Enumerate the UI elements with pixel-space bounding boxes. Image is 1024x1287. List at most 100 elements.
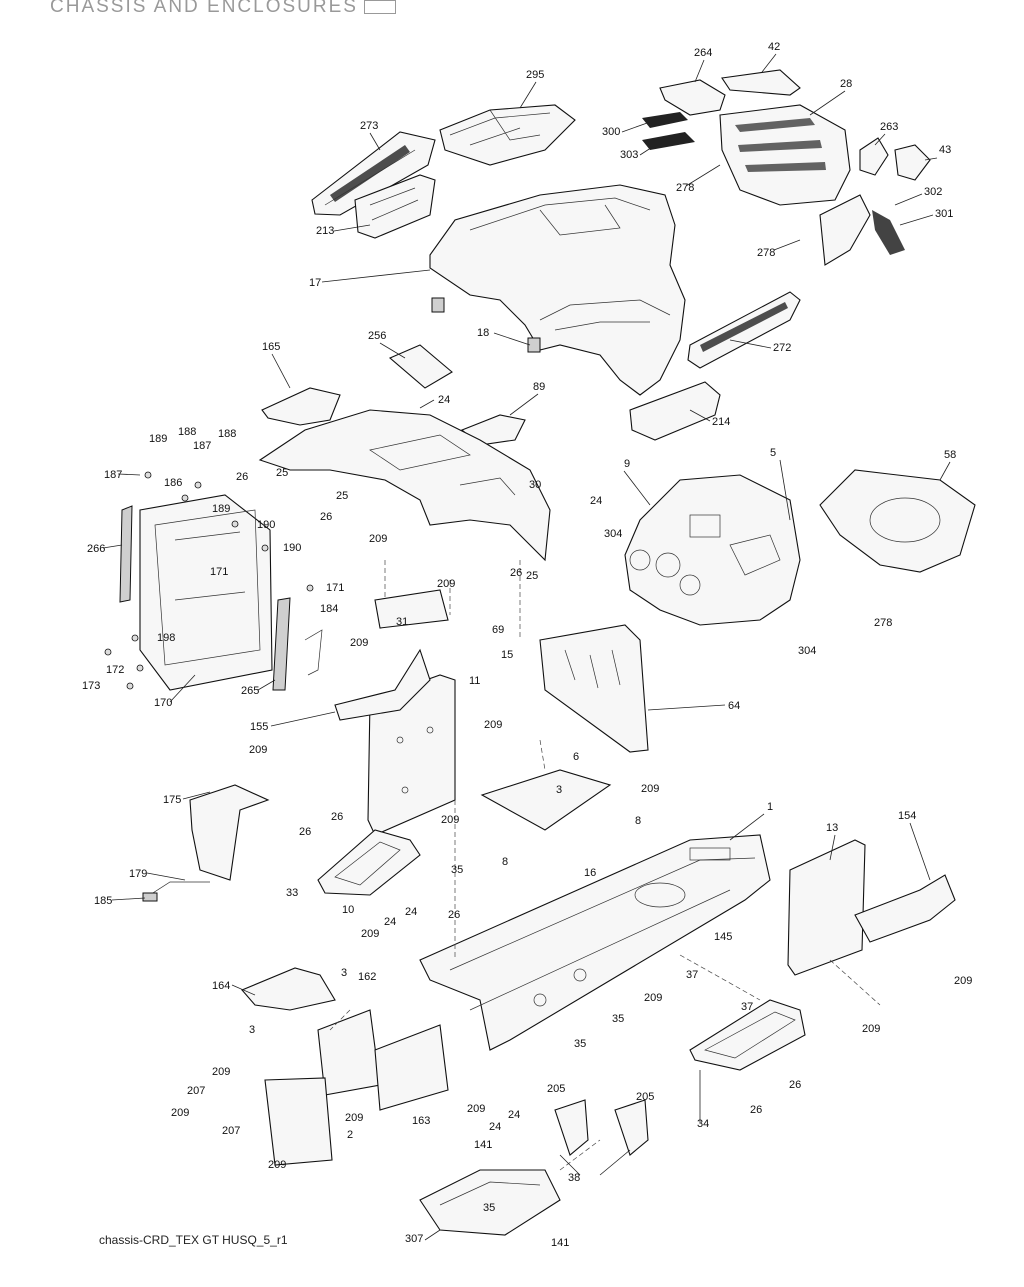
diagram-reference-code: chassis-CRD_TEX GT HUSQ_5_r1 (99, 1233, 288, 1247)
callout-label: 26 (510, 567, 522, 579)
part-263-lamp (859, 137, 889, 176)
callout-label: 186 (164, 477, 182, 489)
part-154-hitch (854, 874, 956, 943)
callout-label: 37 (741, 1001, 753, 1013)
part-163-front-plate (374, 1024, 449, 1111)
callout-label: 43 (939, 144, 951, 156)
part-264-light-cover (659, 79, 726, 116)
part-272-front-grille-bar (687, 291, 801, 369)
callout-label: 278 (757, 247, 775, 259)
callout-label: 198 (157, 632, 175, 644)
callout-label: 172 (106, 664, 124, 676)
callout-label: 38 (568, 1172, 580, 1184)
callout-label: 6 (573, 751, 579, 763)
part-2-bumper-bracket (264, 1077, 333, 1166)
callout-label: 37 (686, 969, 698, 981)
callout-label: 278 (874, 617, 892, 629)
callout-label: 16 (584, 867, 596, 879)
callout-label: 26 (750, 1104, 762, 1116)
callout-label: 209 (862, 1023, 880, 1035)
callout-label: 278 (676, 182, 694, 194)
title-page-box (363, 0, 396, 14)
diagram-title-text: CHASSIS AND ENCLOSURES (50, 0, 358, 17)
part-162-front-plate (317, 1009, 381, 1096)
part-175-175-shield (189, 784, 270, 881)
part-184-seat-spring (304, 629, 323, 676)
callout-label: 273 (360, 120, 378, 132)
part-13-rear-plate (787, 839, 866, 976)
callout-label: 154 (898, 810, 916, 822)
callout-label: 256 (368, 330, 386, 342)
callout-label: 209 (641, 783, 659, 795)
callout-label: 179 (129, 868, 147, 880)
callout-label: 24 (405, 906, 417, 918)
callout-label: 209 (171, 1107, 189, 1119)
callout-label: 24 (590, 495, 602, 507)
callout-label: 8 (635, 815, 641, 827)
callout-label: 24 (438, 394, 450, 406)
callout-label: 304 (604, 528, 622, 540)
callout-label: 209 (268, 1159, 286, 1171)
part-38-bracket (554, 1099, 649, 1156)
callout-label: 26 (331, 811, 343, 823)
callout-label: 301 (935, 208, 953, 220)
callout-label: 9 (624, 458, 630, 470)
part-33-footrest (317, 829, 421, 896)
callout-label: 164 (212, 980, 230, 992)
callout-label: 205 (547, 1083, 565, 1095)
callout-label: 209 (345, 1112, 363, 1124)
part-295-hood-cap (439, 104, 576, 166)
callout-label: 209 (644, 992, 662, 1004)
callout-label: 8 (502, 856, 508, 868)
part-9-dash-panel (624, 474, 801, 626)
callout-label: 189 (212, 503, 230, 515)
part-18-hood-bumper (431, 297, 541, 353)
callout-label: 209 (212, 1066, 230, 1078)
callout-label: 214 (712, 416, 730, 428)
part-6-plate (480, 769, 612, 831)
part-58-fuel-tank-cover (819, 469, 976, 573)
callout-label: 171 (210, 566, 228, 578)
part-256-access-panel (388, 344, 453, 389)
callout-label: 58 (944, 449, 956, 461)
part-303-lens-strip (642, 132, 695, 150)
callout-label: 184 (320, 603, 338, 615)
callout-label: 300 (602, 126, 620, 138)
callout-label: 155 (250, 721, 268, 733)
callout-label: 17 (309, 277, 321, 289)
callout-label: 69 (492, 624, 504, 636)
callout-label: 26 (236, 471, 248, 483)
callout-label: 26 (789, 1079, 801, 1091)
callout-label: 264 (694, 47, 712, 59)
part-265-seat-rail (272, 597, 291, 691)
callout-label: 35 (574, 1038, 586, 1050)
callout-label: 3 (556, 784, 562, 796)
assembly-guide-lines (329, 560, 881, 1171)
callout-label: 89 (533, 381, 545, 393)
part-30-rear-fender (258, 409, 551, 562)
callout-label: 1 (767, 801, 773, 813)
callout-label: 165 (262, 341, 280, 353)
callout-label: 188 (218, 428, 236, 440)
part-34-footrest (689, 999, 806, 1071)
part-300-lens-strip (642, 112, 688, 128)
callout-label: 141 (551, 1237, 569, 1249)
callout-label: 11 (469, 675, 480, 687)
callout-label: 30 (529, 479, 541, 491)
callout-label: 307 (405, 1233, 423, 1245)
callout-label: 175 (163, 794, 181, 806)
callout-label: 209 (467, 1103, 485, 1115)
callout-label: 189 (149, 433, 167, 445)
callout-label: 304 (798, 645, 816, 657)
callout-label: 209 (369, 533, 387, 545)
callout-label: 163 (412, 1115, 430, 1127)
callout-label: 28 (840, 78, 852, 90)
part-42-lens (721, 69, 801, 96)
part-17-hood (429, 184, 686, 396)
callout-label: 10 (342, 904, 354, 916)
callout-label: 15 (501, 649, 513, 661)
callout-labels: 295 264 42 28 273 300 303 263 43 278 302… (82, 41, 972, 1249)
callout-label: 266 (87, 543, 105, 555)
callout-label: 3 (341, 967, 347, 979)
